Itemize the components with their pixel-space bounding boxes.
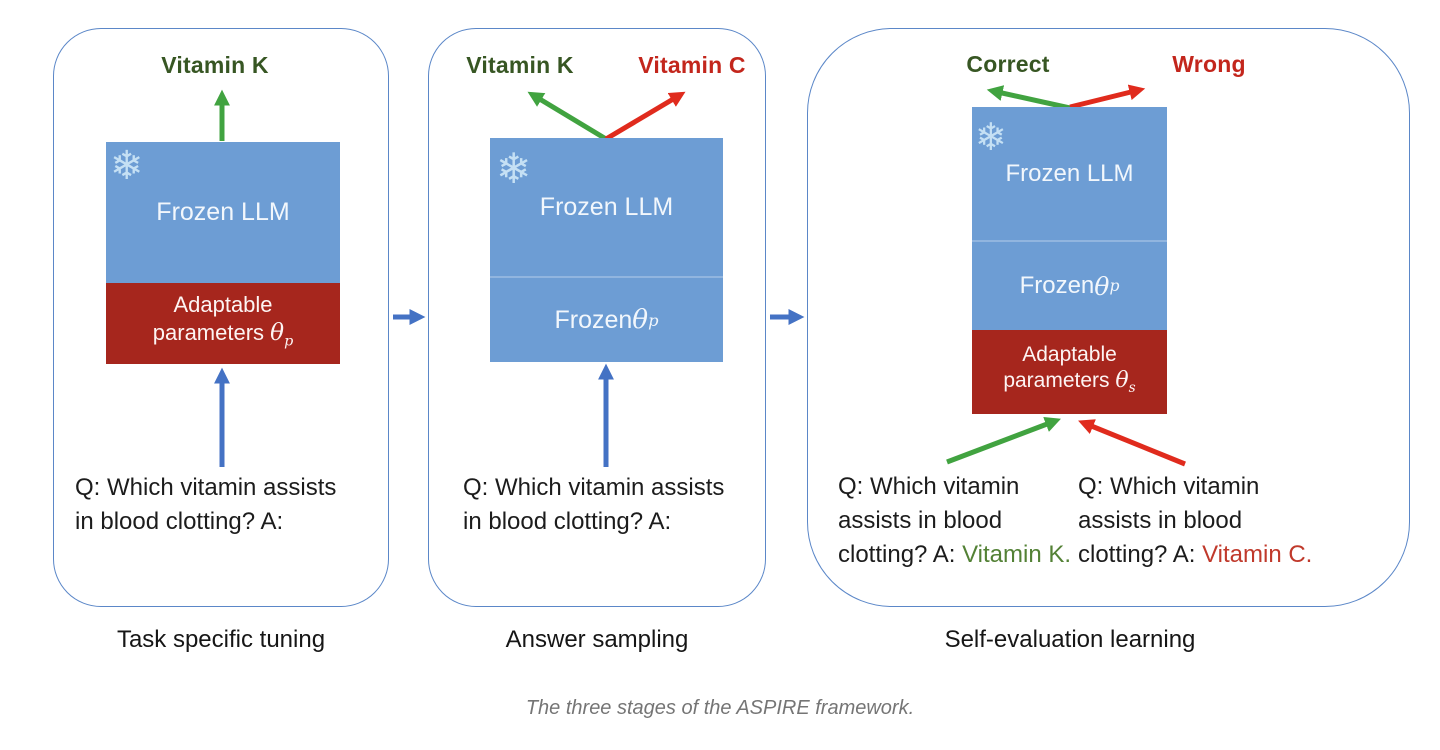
theta-subscript: p — [284, 333, 294, 350]
panel-task-specific-tuning — [53, 28, 389, 607]
output-label-vitamin-c-stage2: Vitamin C — [638, 52, 746, 78]
question-line: in blood clotting? A: — [463, 508, 672, 535]
question-line: Q: Which vitamin — [838, 473, 1020, 500]
frozen-llm-label: Frozen LLM — [539, 192, 674, 221]
theta-symbol: θ — [1094, 271, 1110, 301]
adapter-line2: parameters θs — [1003, 368, 1136, 397]
question-line: in blood clotting? A: — [75, 508, 284, 535]
adaptable-parameters-box-stage3: Adaptable parameters θs — [972, 330, 1167, 414]
question-stage1: Q: Which vitamin assists in blood clotti… — [75, 471, 336, 539]
theta-subscript: p — [648, 310, 659, 330]
stage1-caption: Task specific tuning — [116, 626, 326, 653]
theta-symbol: θ — [632, 305, 649, 335]
question-line: Q: Which vitamin — [1078, 473, 1260, 500]
frozen-llm-label: Frozen LLM — [156, 198, 290, 226]
output-label-vitamin-k: Vitamin K — [161, 52, 269, 78]
theta-symbol: θ — [1115, 368, 1129, 394]
adapter-line1: Adaptable — [1022, 343, 1117, 367]
question-line: assists in blood — [1078, 507, 1243, 534]
panel-answer-sampling — [428, 28, 766, 607]
question-line: Q: Which vitamin assists — [463, 474, 725, 501]
stage3-caption: Self-evaluation learning — [944, 626, 1196, 653]
question-line: clotting? A: Vitamin C. — [1078, 541, 1313, 568]
adapter-line1: Adaptable — [173, 292, 273, 318]
answer-vitamin-k: Vitamin K. — [962, 541, 1072, 568]
adapter-line2: parameters θp — [152, 320, 294, 350]
frozen-llm-box-stage1: Frozen LLM — [106, 142, 340, 283]
question-line: Q: Which vitamin assists — [75, 474, 337, 501]
output-label-wrong: Wrong — [1172, 51, 1246, 77]
panel-self-evaluation-learning — [807, 28, 1410, 607]
frozen-llm-label: Frozen LLM — [1005, 159, 1134, 187]
question-line: assists in blood — [838, 507, 1003, 534]
theta-symbol: θ — [270, 320, 285, 347]
theta-subscript: s — [1128, 380, 1136, 397]
output-label-correct: Correct — [966, 51, 1050, 77]
theta-subscript: p — [1109, 277, 1120, 295]
figure-caption: The three stages of the ASPIRE framework… — [525, 697, 915, 719]
question-stage3-red: Q: Which vitamin assists in blood clotti… — [1078, 470, 1312, 572]
adaptable-parameters-box-stage1: Adaptable parameters θp — [106, 283, 340, 364]
answer-vitamin-c: Vitamin C. — [1202, 541, 1313, 568]
output-label-vitamin-k-stage2: Vitamin K — [466, 52, 574, 78]
question-stage3-green: Q: Which vitamin assists in blood clotti… — [838, 470, 1071, 572]
question-stage2: Q: Which vitamin assists in blood clotti… — [463, 471, 724, 539]
question-line: clotting? A: Vitamin K. — [838, 541, 1072, 568]
stage2-caption: Answer sampling — [505, 626, 689, 653]
